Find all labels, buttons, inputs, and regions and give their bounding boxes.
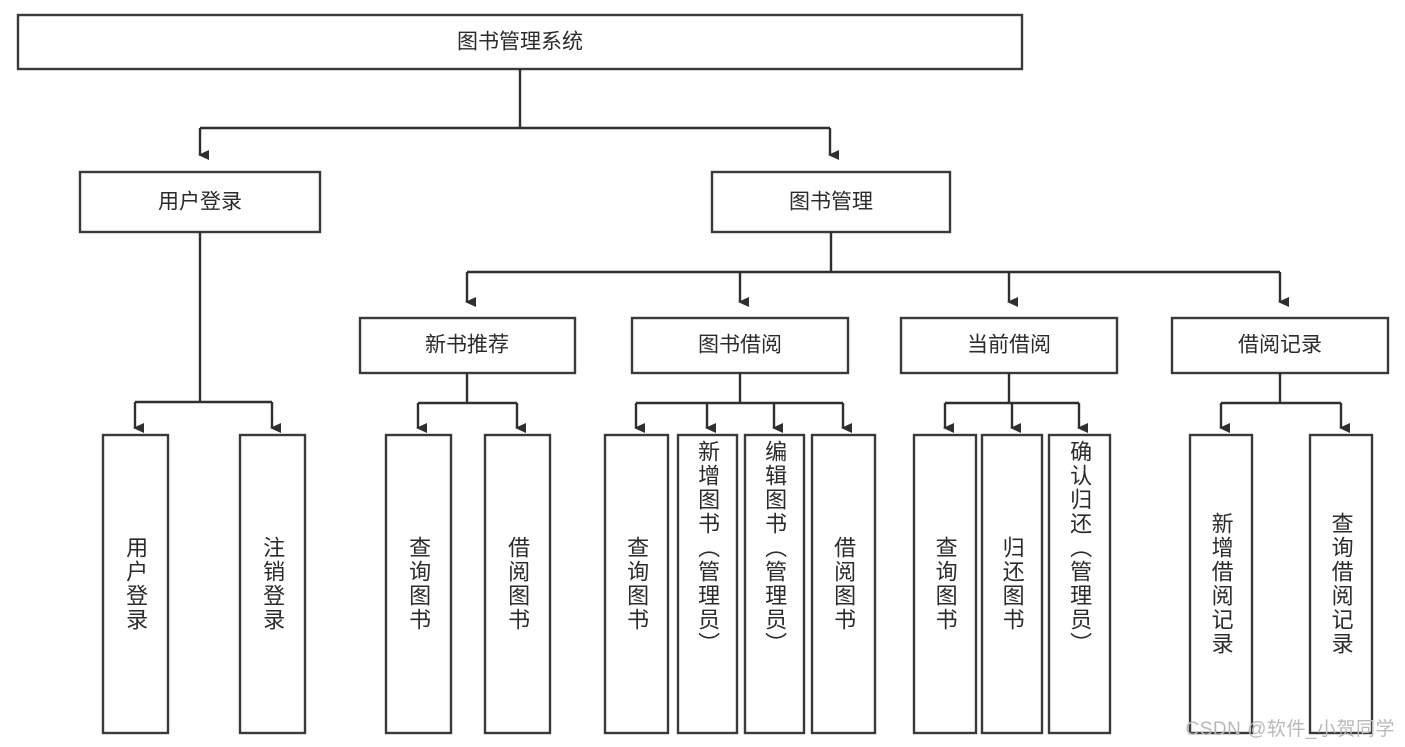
node-current-borrow-label: 当前借阅 — [967, 334, 1051, 357]
connector-new-book-recommend-to-leaves — [416, 373, 526, 433]
leaf-box-new-book-1[interactable] — [384, 433, 453, 735]
node-root-box — [16, 13, 1024, 71]
node-book-management[interactable]: 图书管理 — [710, 170, 952, 234]
node-current-borrow[interactable]: 当前借阅 — [899, 316, 1119, 375]
leaf-box-current-borrow-2[interactable] — [980, 433, 1044, 735]
node-new-book-recommend-label: 新书推荐 — [425, 334, 509, 357]
leaf-box-borrow-record-2[interactable] — [1308, 433, 1374, 735]
node-book-borrow[interactable]: 图书借阅 — [630, 316, 850, 375]
leaf-box-current-borrow-1[interactable] — [912, 433, 978, 735]
node-new-book-recommend[interactable]: 新书推荐 — [358, 316, 577, 375]
node-user-login-box — [78, 170, 322, 234]
leaf-box-user-login-1[interactable] — [101, 433, 170, 735]
node-current-borrow-box — [899, 316, 1119, 375]
connector-root-to-level2 — [198, 69, 839, 160]
connector-book-borrow-to-leaves — [634, 373, 852, 433]
connector-borrow-record-to-leaves — [1219, 373, 1350, 433]
node-book-management-label: 图书管理 — [789, 191, 873, 214]
node-user-login-label: 用户登录 — [158, 191, 242, 214]
connector-book-management-to-level3 — [465, 232, 1289, 307]
leaf-box-book-borrow-1[interactable] — [603, 433, 670, 735]
node-new-book-recommend-box — [358, 316, 577, 375]
watermark-text: CSDN @软件_小贺同学 — [1185, 719, 1395, 740]
connector-user-login-to-leaves — [133, 232, 281, 433]
leaf-box-borrow-record-1[interactable] — [1188, 433, 1254, 735]
leaf-box-book-borrow-2[interactable] — [676, 433, 739, 735]
node-book-borrow-label: 图书借阅 — [698, 334, 782, 357]
node-root-book-management-system[interactable]: 图书管理系统 — [16, 13, 1024, 71]
node-root-label: 图书管理系统 — [457, 31, 583, 54]
leaf-box-book-borrow-3[interactable] — [743, 433, 806, 735]
node-borrow-record[interactable]: 借阅记录 — [1170, 316, 1390, 375]
node-borrow-record-label: 借阅记录 — [1238, 334, 1322, 357]
node-user-login[interactable]: 用户登录 — [78, 170, 322, 234]
leaf-box-book-borrow-4[interactable] — [810, 433, 877, 735]
connector-current-borrow-to-leaves — [943, 373, 1088, 433]
leaf-box-new-book-2[interactable] — [483, 433, 552, 735]
leaf-box-current-borrow-3[interactable] — [1047, 433, 1112, 735]
leaf-box-user-login-2[interactable] — [238, 433, 307, 735]
